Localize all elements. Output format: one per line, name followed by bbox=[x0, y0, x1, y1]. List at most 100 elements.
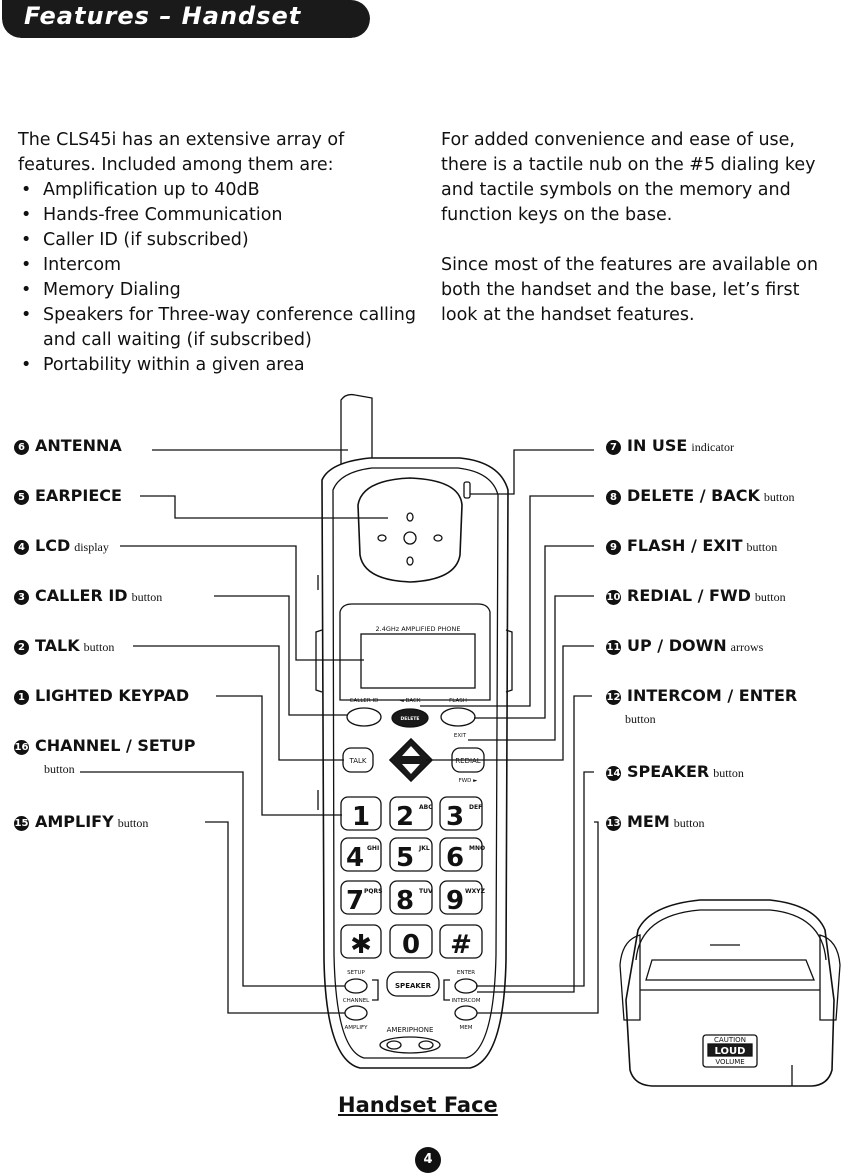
callout-label: CHANNEL / SETUP bbox=[35, 736, 196, 755]
intercom-text: INTERCOM bbox=[451, 998, 480, 1004]
back-text: ◄ BACK bbox=[400, 698, 421, 704]
key-digit: 7 bbox=[346, 886, 364, 916]
callout-label: CALLER ID bbox=[35, 586, 128, 605]
key-letters: GHI bbox=[367, 845, 379, 852]
key-letters: JKL bbox=[418, 845, 430, 852]
key-digit: ✱ bbox=[350, 930, 372, 960]
intro-paragraph-2: Since most of the features are available… bbox=[441, 255, 819, 325]
key-digit: 2 bbox=[396, 802, 414, 832]
feature-list: Amplification up to 40dB Hands-free Comm… bbox=[18, 178, 418, 378]
fwd-text: FWD ► bbox=[459, 778, 479, 784]
key-letters: DEF bbox=[469, 804, 482, 811]
callout-label: DELETE / BACK bbox=[627, 486, 760, 505]
callout-earpiece: 5 EARPIECE bbox=[14, 486, 122, 505]
brand-text: AMERIPHONE bbox=[387, 1026, 434, 1034]
caller-id-text: CALLER ID bbox=[350, 698, 379, 704]
key-digit: 4 bbox=[346, 843, 364, 873]
callout-number: 15 bbox=[14, 816, 29, 831]
callout-sub: button bbox=[131, 590, 163, 604]
callout-label: LIGHTED KEYPAD bbox=[35, 686, 190, 705]
callout-number: 7 bbox=[606, 440, 621, 455]
intro-left-column: The CLS45i has an extensive array of fea… bbox=[18, 128, 418, 378]
key-digit: 8 bbox=[396, 886, 414, 916]
key-digit: 5 bbox=[396, 843, 414, 873]
callout-number: 9 bbox=[606, 540, 621, 555]
callout-number: 12 bbox=[606, 690, 621, 705]
key-digit: 0 bbox=[402, 930, 420, 960]
callout-number: 16 bbox=[14, 740, 29, 755]
callout-sub: indicator bbox=[691, 440, 735, 454]
key-letters: PQRS bbox=[364, 888, 382, 895]
intro-lead: The CLS45i has an extensive array of fea… bbox=[18, 130, 345, 175]
callout-number: 6 bbox=[14, 440, 29, 455]
feature-item: Intercom bbox=[18, 253, 418, 278]
channel-text: CHANNEL bbox=[343, 998, 370, 1004]
talk-text: TALK bbox=[348, 757, 366, 765]
callout-sub: arrows bbox=[730, 640, 764, 654]
callout-antenna: 6 ANTENNA bbox=[14, 436, 122, 455]
callout-label: LCD bbox=[35, 536, 71, 555]
feature-item: Hands-free Communication bbox=[18, 203, 418, 228]
callout-sub: button bbox=[763, 490, 795, 504]
callout-number: 11 bbox=[606, 640, 621, 655]
callout-number: 8 bbox=[606, 490, 621, 505]
feature-item: Caller ID (if subscribed) bbox=[18, 228, 418, 253]
callout-label: SPEAKER bbox=[627, 762, 710, 781]
feature-item: Amplification up to 40dB bbox=[18, 178, 418, 203]
callout-channel-setup: 16 CHANNEL / SETUP bbox=[14, 736, 196, 755]
callout-number: 1 bbox=[14, 690, 29, 705]
callout-sub: button bbox=[713, 766, 744, 780]
key-letters: MNO bbox=[469, 845, 485, 852]
key-digit: 1 bbox=[352, 802, 370, 832]
callout-label: EARPIECE bbox=[35, 486, 122, 505]
key-digit: 6 bbox=[446, 843, 464, 873]
callout-label: ANTENNA bbox=[35, 436, 122, 455]
setup-text: SETUP bbox=[347, 970, 365, 976]
callout-number: 14 bbox=[606, 766, 621, 781]
base-caution-text: CAUTION bbox=[714, 1036, 746, 1044]
callout-number: 2 bbox=[14, 640, 29, 655]
mem-text: MEM bbox=[460, 1025, 473, 1031]
callout-label: REDIAL / FWD bbox=[627, 586, 751, 605]
callout-sub: button bbox=[754, 590, 786, 604]
callout-number: 4 bbox=[14, 540, 29, 555]
enter-text: ENTER bbox=[457, 970, 475, 976]
callout-label: IN USE bbox=[627, 436, 688, 455]
callout-label: UP / DOWN bbox=[627, 636, 727, 655]
exit-text: EXIT bbox=[454, 733, 467, 739]
lcd-brand-text: 2.4GHz AMPLIFIED PHONE bbox=[376, 625, 461, 633]
section-title: Features – Handset bbox=[24, 2, 302, 30]
callout-label: INTERCOM / ENTER bbox=[627, 686, 798, 705]
key-letters: TUV bbox=[419, 888, 433, 895]
amplify-text: AMPLIFY bbox=[344, 1025, 368, 1031]
callout-number: 5 bbox=[14, 490, 29, 505]
callout-label: AMPLIFY bbox=[35, 812, 114, 831]
key-digit: 3 bbox=[446, 802, 464, 832]
speaker-text: SPEAKER bbox=[395, 982, 432, 990]
callout-sub: button bbox=[673, 816, 705, 830]
callout-sub: button bbox=[83, 640, 115, 654]
intro-right-column: For added convenience and ease of use, t… bbox=[441, 128, 841, 328]
callout-sub: button bbox=[625, 712, 656, 726]
callout-sub: button bbox=[117, 816, 149, 830]
callout-label: FLASH / EXIT bbox=[627, 536, 743, 555]
delete-text: DELETE bbox=[401, 716, 420, 722]
base-volume-text: VOLUME bbox=[715, 1058, 744, 1066]
flash-text: FLASH bbox=[449, 698, 467, 704]
feature-item: Portability within a given area bbox=[18, 353, 418, 378]
section-banner: Features – Handset bbox=[2, 0, 370, 38]
key-digit: # bbox=[450, 930, 472, 960]
intro-paragraph-1: For added convenience and ease of use, t… bbox=[441, 130, 816, 225]
callout-label: MEM bbox=[627, 812, 670, 831]
base-loud-text: LOUD bbox=[715, 1046, 746, 1057]
callout-number: 13 bbox=[606, 816, 621, 831]
